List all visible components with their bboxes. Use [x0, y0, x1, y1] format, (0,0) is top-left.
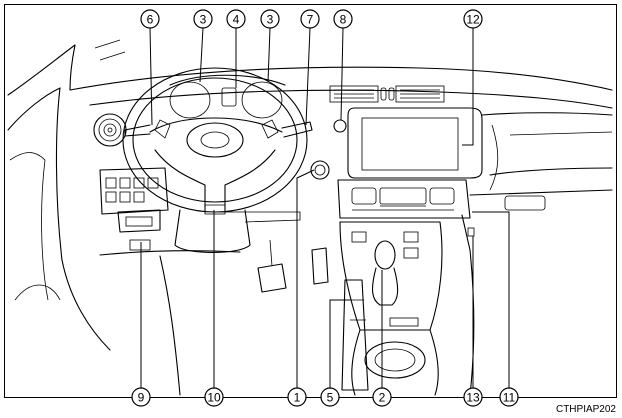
button-8: [333, 119, 347, 133]
left-stalk: [124, 124, 151, 137]
callout-7: 7: [300, 9, 320, 29]
figure-code: CTHPIAP202: [555, 404, 616, 415]
svg-text:7: 7: [307, 13, 314, 27]
center-console: [339, 221, 443, 396]
svg-text:9: 9: [138, 391, 145, 405]
callout-8: 8: [333, 9, 353, 29]
callout-2: 2: [372, 387, 392, 407]
svg-text:5: 5: [327, 391, 334, 405]
svg-text:12: 12: [466, 13, 480, 27]
steering-column: [174, 209, 301, 254]
instrument-cluster: [169, 74, 286, 119]
callout-12: 12: [463, 9, 483, 29]
right-dashboard: [469, 112, 613, 211]
right-stalk: [281, 121, 313, 138]
multimedia-display: [347, 107, 483, 179]
dashboard-top-edge: [69, 66, 613, 91]
callout-13: 13: [463, 387, 483, 407]
usb-port-13: [467, 227, 475, 237]
svg-text:3: 3: [200, 13, 207, 27]
svg-text:11: 11: [503, 391, 516, 405]
floor-edge: [159, 255, 181, 396]
callout-4: 4: [226, 9, 246, 29]
parking-brake: [341, 279, 369, 391]
center-air-vents: [329, 85, 445, 103]
steering-wheel: [122, 67, 308, 215]
climate-control-panel: [337, 179, 471, 219]
left-air-vent: [93, 113, 127, 147]
svg-text:3: 3: [267, 13, 274, 27]
figure-frame: [4, 4, 617, 398]
console-right-side: [461, 214, 475, 396]
svg-text:10: 10: [207, 391, 221, 405]
callout-3-right: 3: [260, 9, 280, 29]
left-door-panel: [7, 39, 126, 351]
callout-10: 10: [204, 387, 224, 407]
svg-text:8: 8: [340, 13, 347, 27]
lower-left-switches: [99, 167, 169, 251]
engine-switch: [310, 160, 330, 180]
dashboard-upper-line: [89, 89, 613, 109]
callout-9: 9: [131, 387, 151, 407]
callout-5: 5: [320, 387, 340, 407]
leader-lines: [140, 27, 510, 388]
svg-text:13: 13: [466, 391, 480, 405]
svg-text:1: 1: [294, 391, 301, 405]
floor-line: [99, 250, 241, 256]
svg-text:6: 6: [147, 13, 154, 27]
svg-text:2: 2: [379, 391, 386, 405]
pedals: [257, 239, 329, 293]
callout-3-left: 3: [193, 9, 213, 29]
callout-11: 11: [499, 387, 519, 407]
callout-1: 1: [287, 387, 307, 407]
shift-lever: [371, 240, 399, 306]
svg-text:4: 4: [233, 13, 240, 27]
callout-6: 6: [140, 9, 160, 29]
